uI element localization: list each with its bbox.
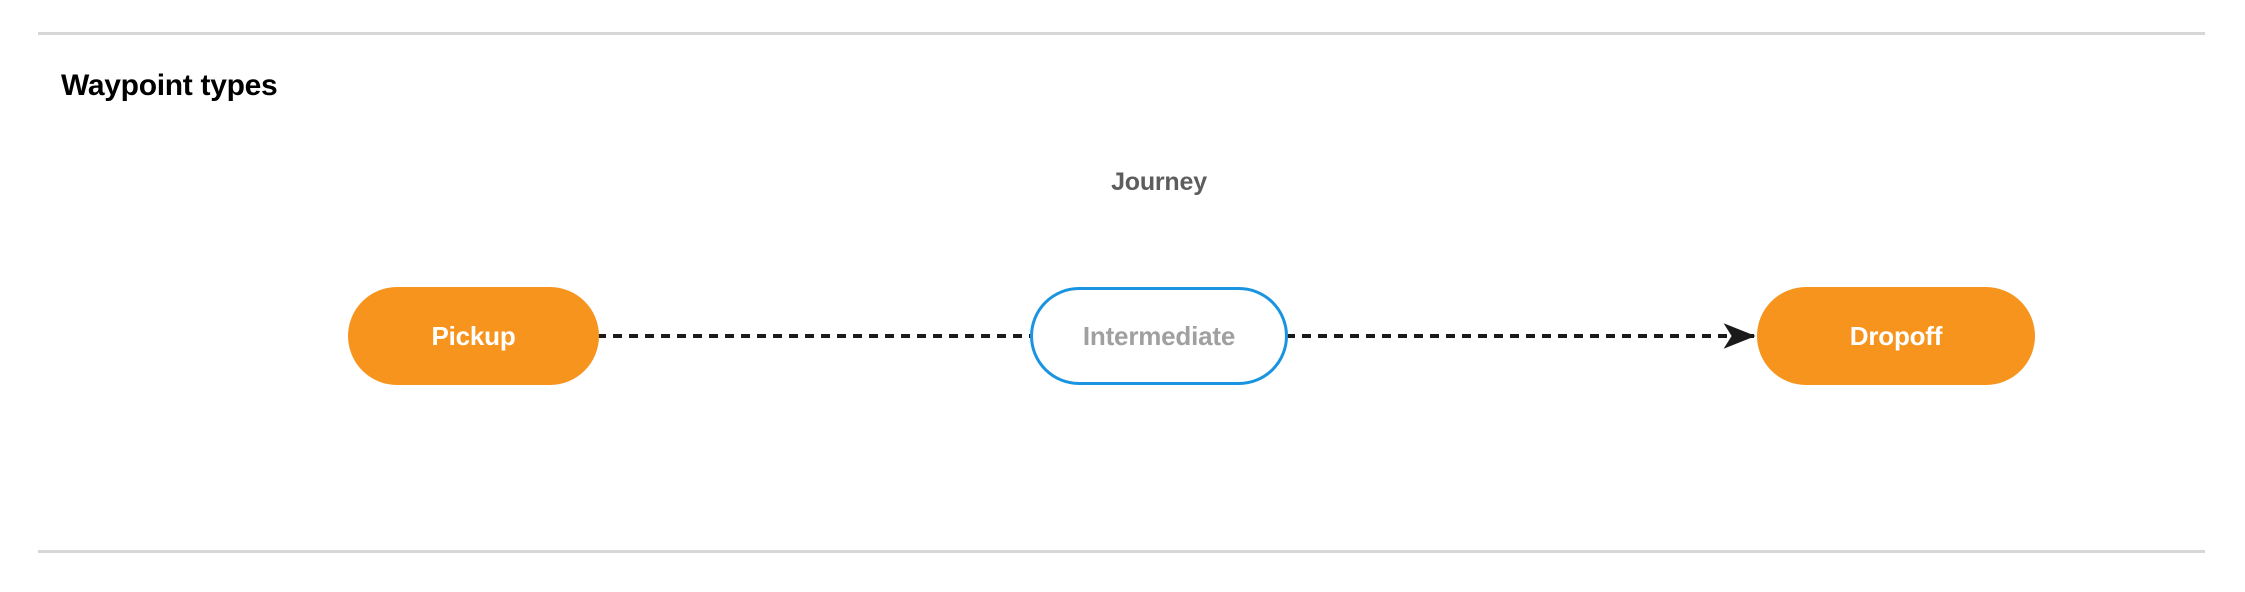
section-divider-bottom xyxy=(38,550,2205,553)
node-intermediate[interactable]: Intermediate xyxy=(1030,287,1288,385)
diagram-caption-journey: Journey xyxy=(1111,168,1207,196)
page-title: Waypoint types xyxy=(61,69,278,102)
section-divider-top xyxy=(38,32,2205,35)
node-pickup[interactable]: Pickup xyxy=(348,287,599,385)
node-dropoff[interactable]: Dropoff xyxy=(1757,287,2035,385)
